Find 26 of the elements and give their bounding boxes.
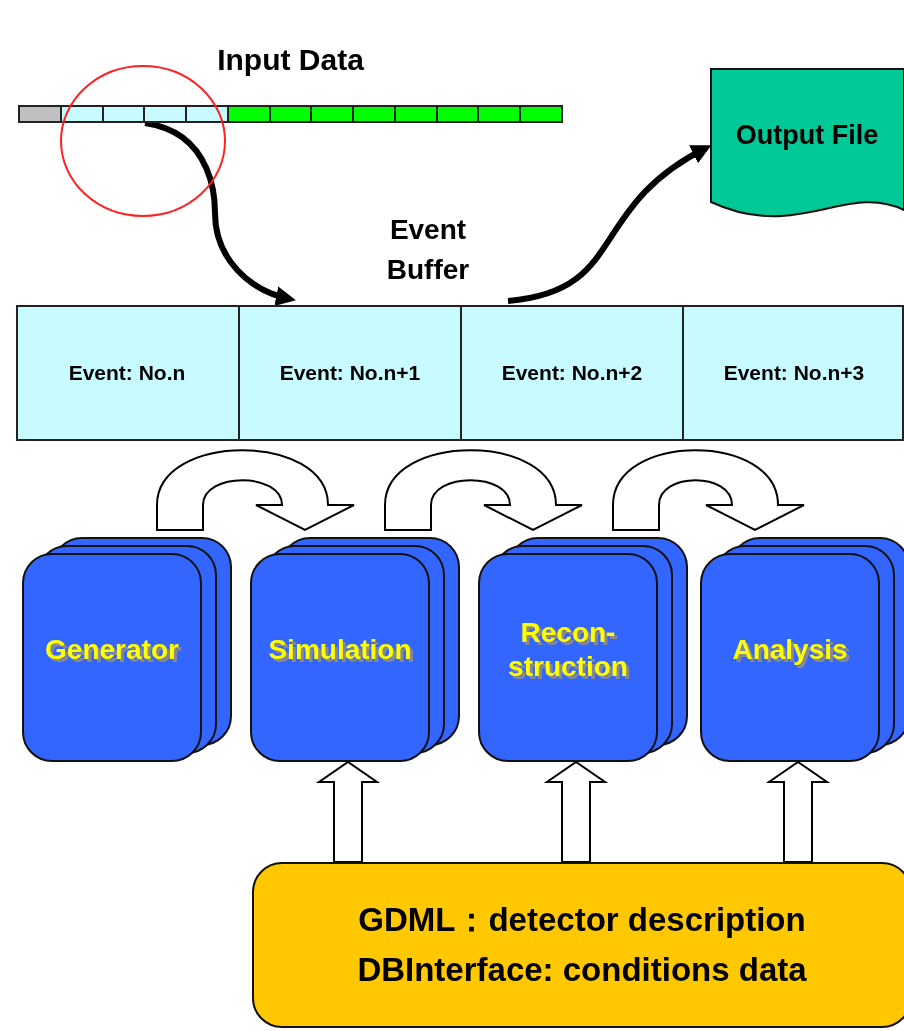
stacked-cards: [22, 537, 234, 762]
buffer-heading: Event Buffer: [385, 213, 471, 287]
cell-label: Event: No.n: [68, 361, 186, 385]
panel-text: GDML：detector description: [358, 900, 806, 940]
cell-label: Event: No.n+2: [501, 361, 643, 385]
curved-arrow: [507, 145, 712, 304]
module-label: Simulation: [268, 632, 412, 667]
panel-text: DBInterface: conditions data: [357, 950, 807, 990]
cell-label: Event: No.n+3: [723, 361, 865, 385]
block-arrow: [543, 760, 609, 863]
module-label: Generator: [45, 632, 179, 667]
strip-heading: Input Data: [216, 42, 365, 78]
cell-label: Event: No.n+1: [279, 361, 421, 385]
block-arrow: [156, 449, 355, 531]
info-panel: [252, 862, 904, 1028]
block-arrow: [384, 449, 583, 531]
document-label: Output File: [735, 120, 879, 152]
stacked-cards: [700, 537, 904, 762]
module-label: Recon- struction: [507, 615, 629, 684]
curved-arrow: [144, 120, 296, 306]
stacked-cards: [478, 537, 690, 762]
block-arrow: [315, 760, 381, 863]
block-arrow: [765, 760, 831, 863]
block-arrow: [612, 449, 805, 531]
module-label: Analysis: [732, 632, 848, 667]
stacked-cards: [250, 537, 462, 762]
